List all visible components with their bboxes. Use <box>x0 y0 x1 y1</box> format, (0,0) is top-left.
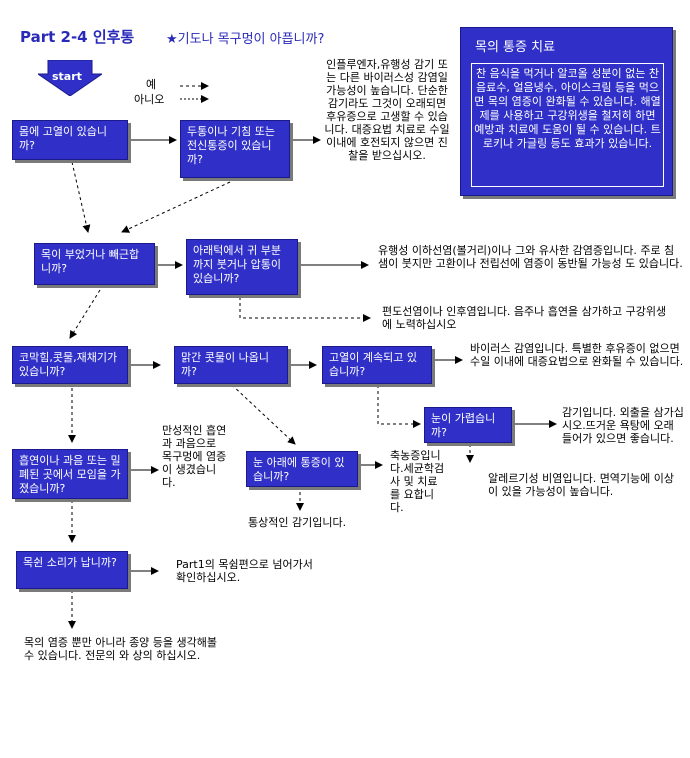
question-clear-mucus: 맑간 콧물이 나옵니까? <box>174 346 288 384</box>
answer-mumps: 유행성 이하선염(볼거리)이나 그와 유사한 감염증입니다. 주로 침샘이 붓지… <box>378 244 683 270</box>
question-headache: 두통이나 기침 또는 전신통증이 있습니까? <box>180 120 290 178</box>
question-smoking: 흡연이나 과음 또는 밀폐된 곳에서 모임을 가졌습니까? <box>12 449 128 499</box>
answer-other: 목의 염증 뿐만 아니라 종양 등을 생각해볼 수 있습니다. 전문의 와 상의… <box>24 636 218 662</box>
answer-cold-eye: 감기입니다. 외출을 삼가십시오.뜨거운 욕탕에 오래 들어가 있으면 좋습니다… <box>562 406 684 445</box>
start-arrow-icon <box>36 59 104 97</box>
start-label: start <box>52 70 82 83</box>
treatment-panel: 목의 통증 치료 찬 음식을 먹거나 알코올 성분이 없는 찬 음료수, 얼음냉… <box>460 27 673 196</box>
question-fever: 몸에 고열이 있습니까? <box>12 120 128 160</box>
question-itchy-eyes: 눈이 가렵습니까? <box>424 407 512 443</box>
page-title: Part 2-4 인후통 <box>20 28 135 46</box>
question-fever-continue: 고열이 계속되고 있습니까? <box>322 346 432 384</box>
question-jaw: 아래턱에서 귀 부분까지 붓거나 압통이 있습니까? <box>186 239 298 295</box>
answer-tonsil: 편도선염이나 인후염입니다. 음주나 흡연을 삼가하고 구강위생에 노력하십시오 <box>382 305 667 331</box>
legend-no-label: 아니오 <box>134 93 165 106</box>
answer-allergy: 알레르기성 비염입니다. 면역기능에 이상이 있을 가능성이 높습니다. <box>488 472 675 498</box>
answer-common-cold: 통상적인 감기입니다. <box>248 516 347 529</box>
treatment-title: 목의 통증 치료 <box>475 40 556 55</box>
start-marker: start <box>36 59 104 97</box>
answer-chronic: 만성적인 흡연과 과음으로 목구멍에 염증이 생겼습니다. <box>162 424 227 489</box>
question-swollen: 목이 부었거나 빼근합니까? <box>34 243 155 285</box>
treatment-body: 찬 음식을 먹거나 알코올 성분이 없는 찬 음료수, 얼음냉수, 아이스크림 … <box>471 63 664 187</box>
legend-yes-label: 예 <box>146 78 157 91</box>
question-hoarse: 목쉰 소리가 납니까? <box>16 551 128 589</box>
answer-sinus: 축농증입니다.세균학검사 및 치료를 요합니다. <box>390 449 445 514</box>
question-eye-pain: 눈 아래에 통증이 있습니까? <box>246 451 358 487</box>
answer-flu: 인플루엔자,유행성 감기 또는 다른 바이러스성 감염일 가능성이 높습니다. … <box>324 58 450 162</box>
page-subtitle: ★기도나 목구멍이 아픕니까? <box>166 32 325 47</box>
answer-viral: 바이러스 감염입니다. 특별한 후유증이 없으면 수일 이내에 대증요법으로 완… <box>470 342 684 368</box>
answer-part1: Part1의 목쉼편으로 넘어가서 확인하십시오. <box>176 558 313 584</box>
question-nasal: 코막힘,콧물,재채기가 있습니까? <box>12 346 128 384</box>
